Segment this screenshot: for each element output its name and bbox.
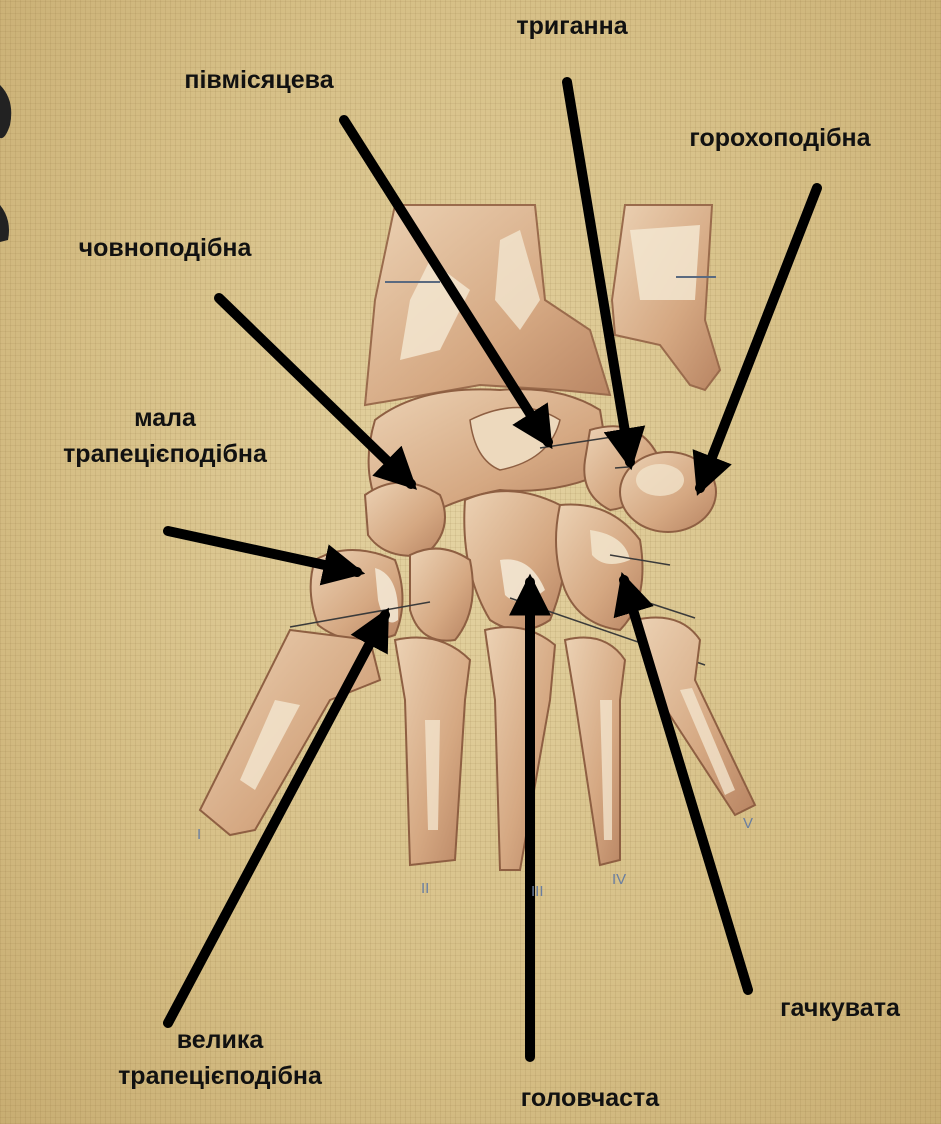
label-holovchasta: головчаста [470, 1080, 710, 1116]
label-chovnopodibna: човноподібна [30, 230, 300, 266]
digit-numeral-4: IV [612, 871, 626, 888]
label-velyka-line2: трапецієподібна [55, 1058, 385, 1094]
label-pivmisiatseva: півмісяцева [144, 62, 374, 98]
edge-decoration [0, 205, 9, 242]
label-velyka-trapetsiepodibna: велика трапецієподібна [55, 1022, 385, 1094]
digit-numeral-2: II [421, 880, 429, 897]
label-hachkuvata: гачкувата [745, 990, 935, 1026]
digit-numeral-3: III [531, 883, 544, 900]
digit-numeral-5: V [743, 815, 753, 832]
radius-bone [365, 205, 610, 405]
arrow-horokhopodibna [700, 188, 817, 488]
ulna-bone [612, 205, 720, 390]
arrow-mala [168, 531, 357, 572]
label-trihranna: триганна [472, 8, 672, 44]
edge-decoration [0, 85, 11, 138]
digit-numeral-1: I [197, 826, 201, 843]
label-velyka-line1: велика [55, 1022, 385, 1058]
label-mala-line1: мала [0, 400, 330, 436]
label-mala-trapetsiepodibna: мала трапецієподібна [0, 400, 330, 472]
label-mala-line2: трапецієподібна [0, 436, 330, 472]
label-horokhopodibna: горохоподібна [640, 120, 920, 156]
